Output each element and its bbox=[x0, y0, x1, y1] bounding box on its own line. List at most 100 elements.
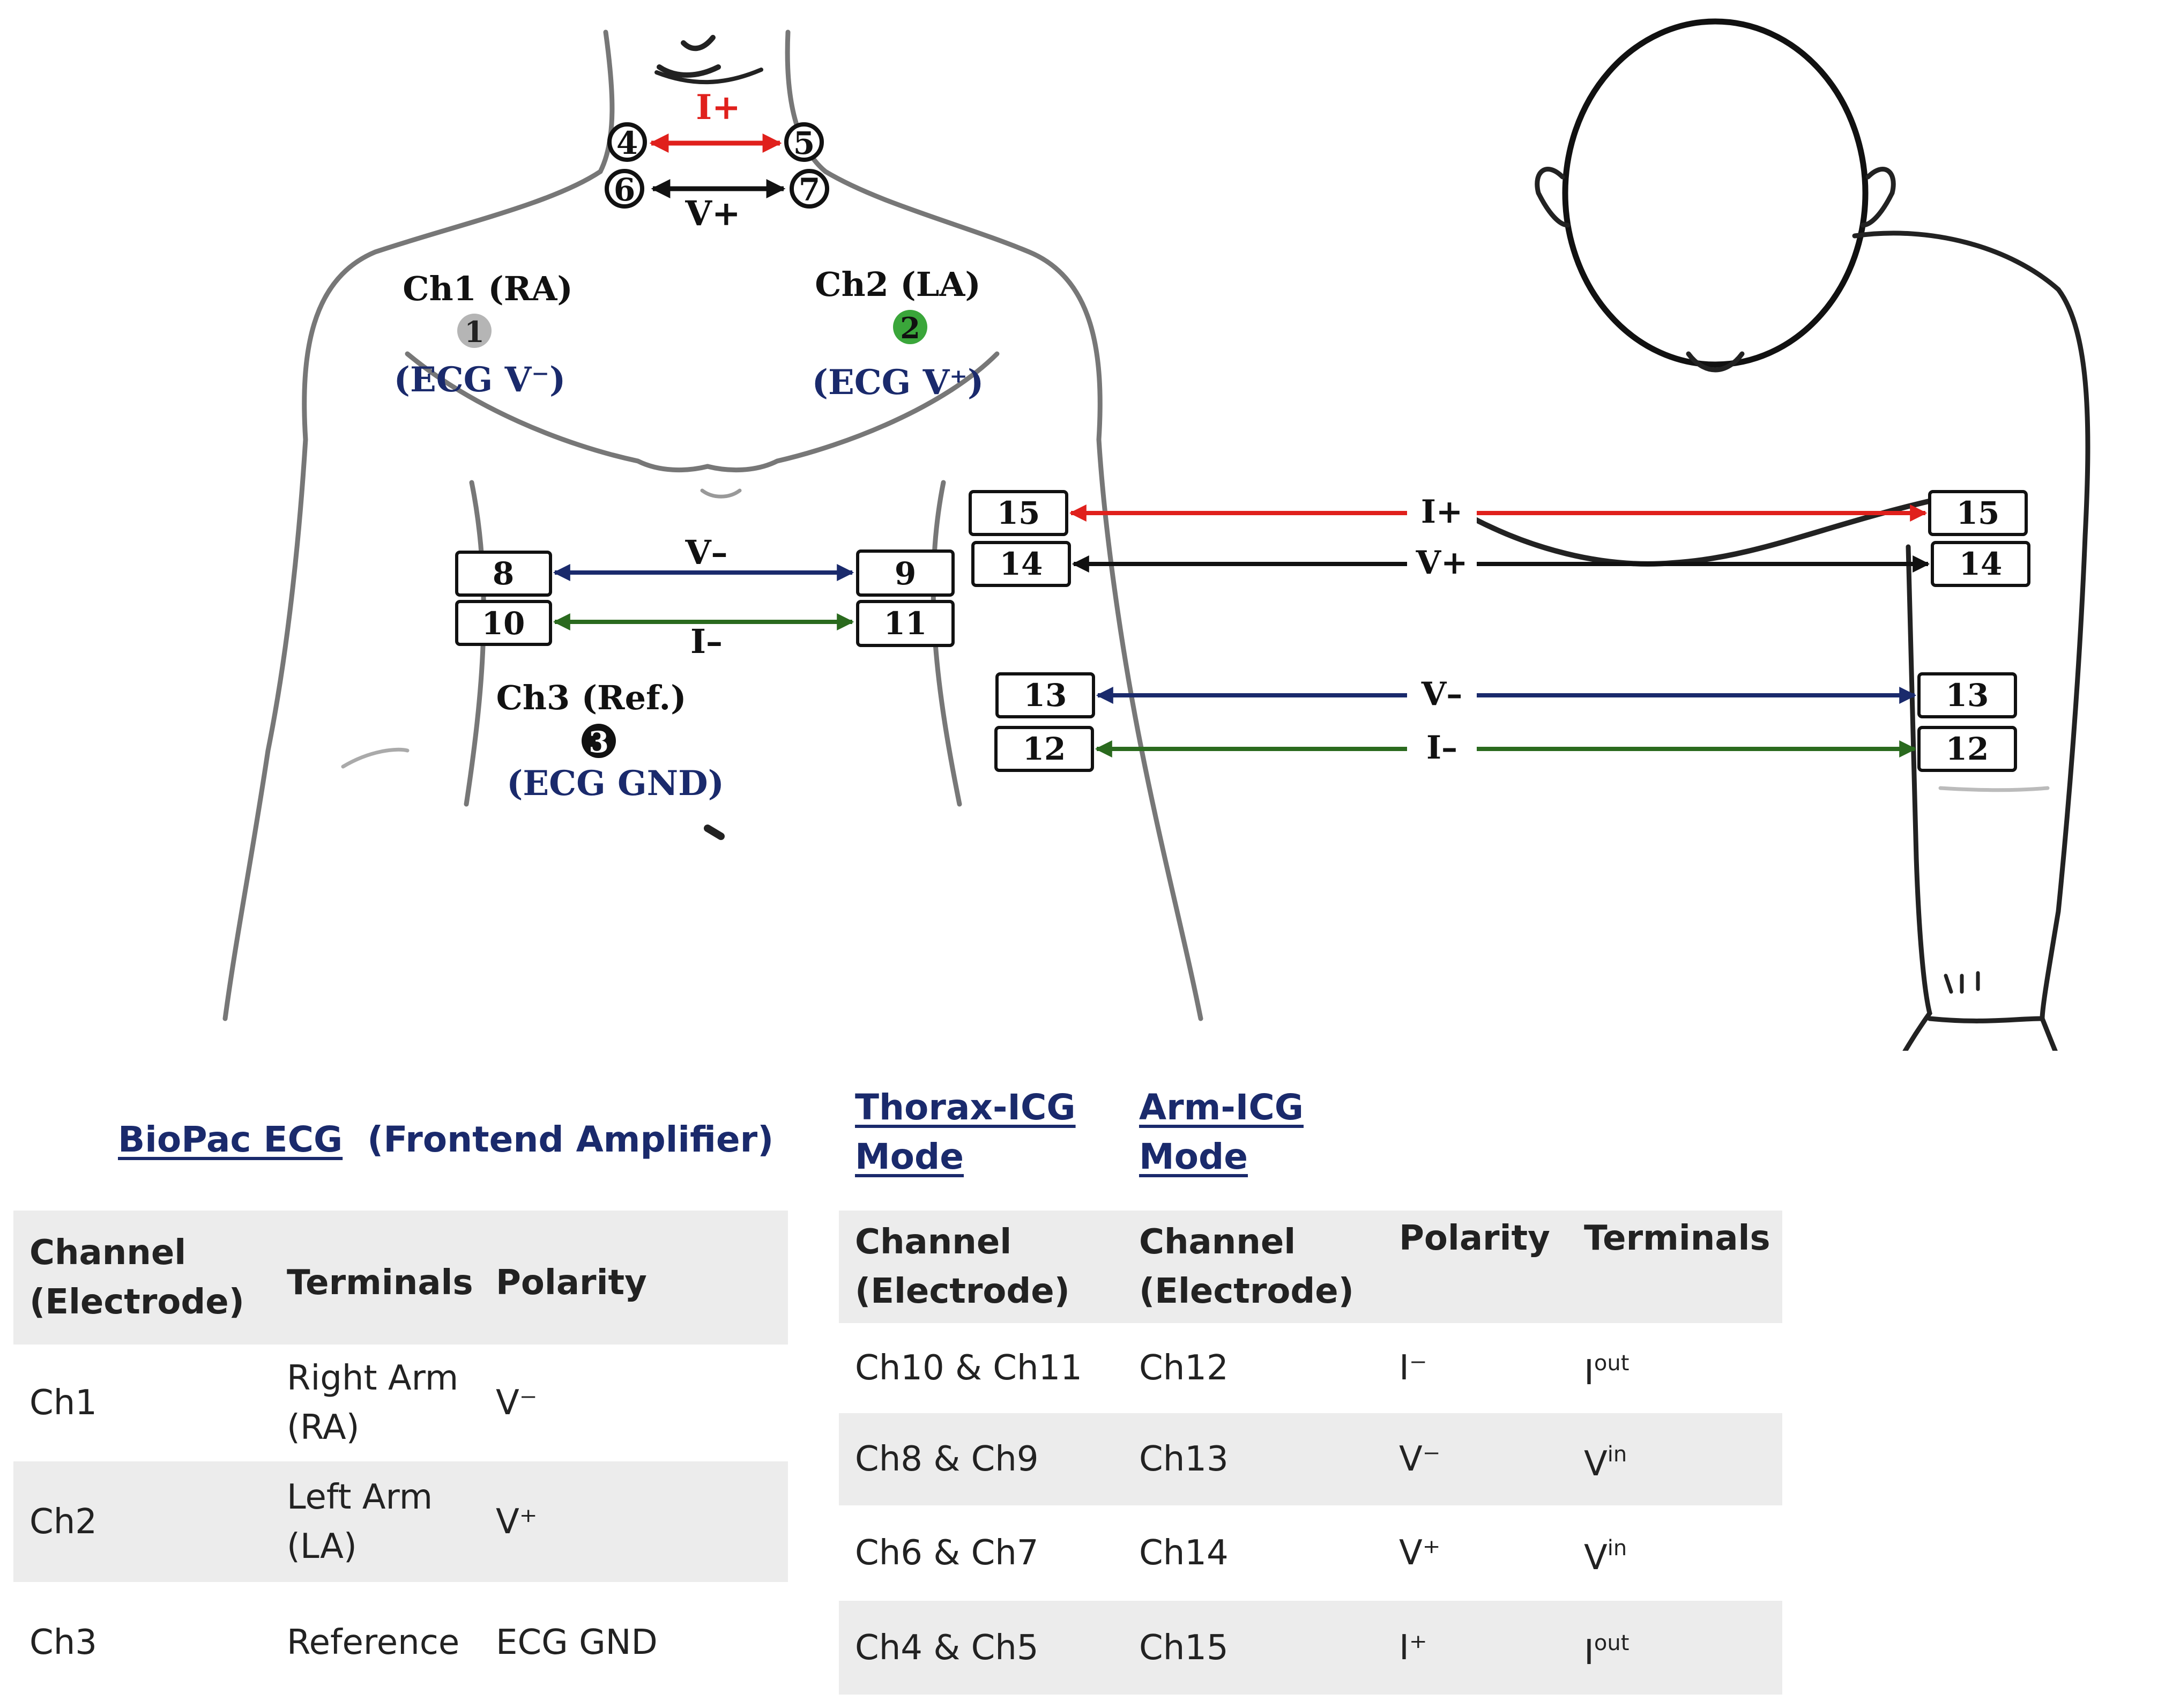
arm-electrode-15-left-box bbox=[969, 490, 1068, 536]
table-row: Ch10 & Ch11 Ch12 I⁻ Iout bbox=[839, 1323, 1782, 1413]
ch1-title: Ch1 (RA) bbox=[403, 269, 572, 308]
electrode-7-label: 7 bbox=[799, 172, 820, 208]
ch1-marker bbox=[457, 314, 492, 348]
electrode-5-marker bbox=[784, 122, 824, 162]
electrode-6-label: 6 bbox=[614, 172, 635, 208]
arm-electrode-14-right-box bbox=[1931, 541, 2030, 587]
ecg-row2-terminal: Left Arm (LA) bbox=[287, 1477, 433, 1566]
arm-electrode-13-left-label: 13 bbox=[1024, 677, 1067, 714]
arm-electrode-15-right-label: 15 bbox=[1956, 495, 2000, 531]
arm-electrode-12-right-box bbox=[1917, 726, 2017, 772]
table-row: Ch8 & Ch9 Ch13 V⁻ Vin bbox=[839, 1413, 1782, 1505]
ch3-number: 3 bbox=[589, 725, 609, 759]
thorax-icg-mode-link[interactable]: Thorax-ICG Mode bbox=[855, 1087, 1076, 1177]
thorax-icg-electrodes: V– I– 8 9 10 11 bbox=[455, 533, 955, 661]
neck-voltage-label: V+ bbox=[685, 194, 740, 234]
icg-row1-terminal: Iout bbox=[1568, 1323, 1782, 1413]
neck-electrodes: I+ V+ 4 5 6 7 bbox=[605, 87, 829, 234]
ch2-number: 2 bbox=[900, 311, 920, 345]
arm-mode-title: Arm-ICG Mode bbox=[1139, 1083, 1364, 1182]
biopac-ecg-link[interactable]: BioPac ECG bbox=[118, 1119, 343, 1160]
icg-row2-arm: Ch13 bbox=[1139, 1439, 1229, 1479]
ch3-marker bbox=[582, 724, 616, 758]
icg-row3-terminal-base: V bbox=[1584, 1538, 1608, 1578]
arm-row-4-label-bg bbox=[1407, 726, 1477, 761]
icg-row1-terminal-sup: out bbox=[1594, 1351, 1630, 1376]
ecg-row3-polarity: ECG GND bbox=[496, 1622, 658, 1662]
icg-row4-arm: Ch15 bbox=[1139, 1628, 1229, 1668]
table-row: Ch2 Left Arm (LA) V⁺ bbox=[13, 1461, 788, 1582]
icg-row3-terminal-sup: in bbox=[1607, 1536, 1627, 1561]
ecg-row3-channel: Ch3 bbox=[29, 1622, 97, 1662]
ecg-row1-polarity: V⁻ bbox=[496, 1383, 538, 1423]
arm-row-2-label: V+ bbox=[1416, 544, 1468, 582]
icg-row2-terminal-sup: in bbox=[1607, 1442, 1627, 1467]
ecg-row1-terminal: Right Arm (RA) bbox=[287, 1358, 459, 1447]
icg-row1-terminal-base: I bbox=[1584, 1353, 1594, 1393]
icg-row1-polarity: I⁻ bbox=[1399, 1348, 1427, 1388]
icg-row1-thorax: Ch10 & Ch11 bbox=[855, 1348, 1082, 1388]
electrode-6-marker bbox=[605, 169, 644, 209]
thorax-mode-title: Thorax-ICG Mode bbox=[855, 1083, 1080, 1182]
ch1-role: (ECG V⁻) bbox=[394, 360, 566, 400]
icg-header-arm-channel: Channel (Electrode) bbox=[1139, 1222, 1354, 1311]
arm-electrode-13-right-label: 13 bbox=[1946, 677, 1989, 714]
ecg-row2-polarity: V⁺ bbox=[496, 1502, 538, 1542]
ecg-row3-terminal: Reference bbox=[287, 1622, 460, 1662]
chest-lower-label: I– bbox=[690, 622, 723, 661]
ecg-row2-channel: Ch2 bbox=[29, 1502, 97, 1542]
arm-electrode-15-left-label: 15 bbox=[997, 495, 1040, 531]
ecg-row1-channel: Ch1 bbox=[29, 1383, 97, 1423]
arm-electrode-13-right-box bbox=[1917, 672, 2017, 718]
electrode-10-box bbox=[455, 600, 552, 646]
icg-table-header-row: Channel (Electrode) Channel (Electrode) … bbox=[839, 1211, 1782, 1323]
arm-row-1-label-bg bbox=[1407, 491, 1477, 525]
arm-row-3-label: V– bbox=[1421, 675, 1463, 713]
ecg-electrodes: Ch1 (RA) 1 (ECG V⁻) Ch2 (LA) 2 (ECG V⁺) … bbox=[394, 265, 984, 804]
electrode-diagram: I+ V+ 4 5 6 7 Ch1 (RA) 1 (ECG V⁻) Ch2 (L… bbox=[222, 18, 2090, 1051]
chest-upper-label: V– bbox=[685, 533, 727, 572]
arm-electrode-12-left-label: 12 bbox=[1023, 731, 1066, 767]
arm-row-3-label-bg bbox=[1407, 673, 1477, 707]
arm-row-2-label-bg bbox=[1407, 541, 1477, 576]
arm-electrode-15-right-box bbox=[1928, 490, 2028, 536]
arm-electrode-13-left-box bbox=[995, 672, 1095, 718]
table-row: Ch6 & Ch7 Ch14 V⁺ Vin bbox=[839, 1505, 1782, 1601]
ch2-title: Ch2 (LA) bbox=[815, 265, 981, 304]
electrode-9-box bbox=[856, 549, 955, 597]
icg-row3-arm: Ch14 bbox=[1139, 1533, 1229, 1573]
icg-header-polarity: Polarity bbox=[1399, 1219, 1550, 1258]
arm-electrode-12-right-label: 12 bbox=[1946, 731, 1989, 767]
icg-row2-terminal-base: V bbox=[1584, 1444, 1608, 1484]
icg-row2-terminal: Vin bbox=[1568, 1413, 1782, 1505]
ecg-header-polarity: Polarity bbox=[496, 1263, 647, 1303]
electrode-4-marker bbox=[607, 122, 647, 162]
arm-row-1-label: I+ bbox=[1421, 493, 1463, 531]
icg-header-thorax-channel: Channel (Electrode) bbox=[855, 1222, 1070, 1311]
icg-row4-terminal: Iout bbox=[1568, 1601, 1782, 1695]
icg-row2-polarity: V⁻ bbox=[1399, 1439, 1441, 1479]
ch1-number: 1 bbox=[464, 315, 485, 349]
icg-header-terminals: Terminals bbox=[1584, 1219, 1770, 1258]
icg-row4-thorax: Ch4 & Ch5 bbox=[855, 1628, 1039, 1668]
electrode-5-label: 5 bbox=[793, 125, 815, 161]
icg-row2-thorax: Ch8 & Ch9 bbox=[855, 1439, 1039, 1479]
electrode-8-box bbox=[455, 551, 552, 597]
electrode-11-label: 11 bbox=[884, 605, 927, 642]
arm-electrode-14-right-label: 14 bbox=[1959, 546, 2003, 582]
icg-row3-polarity: V⁺ bbox=[1399, 1533, 1441, 1573]
icg-row1-arm: Ch12 bbox=[1139, 1348, 1229, 1388]
ecg-table: Channel (Electrode) Terminals Polarity C… bbox=[13, 1211, 788, 1703]
arm-electrode-14-left-box bbox=[971, 541, 1071, 587]
table-row: Ch4 & Ch5 Ch15 I⁺ Iout bbox=[839, 1601, 1782, 1695]
arm-icg-mode-link[interactable]: Arm-ICG Mode bbox=[1139, 1087, 1304, 1177]
table-row: Ch1 Right Arm (RA) V⁻ bbox=[13, 1345, 788, 1461]
icg-row4-polarity: I⁺ bbox=[1399, 1628, 1427, 1668]
electrode-4-label: 4 bbox=[616, 125, 638, 161]
arm-outline bbox=[1445, 18, 2090, 1051]
ecg-table-title: BioPac ECG (Frontend Amplifier) bbox=[118, 1115, 773, 1164]
ecg-table-subtitle: (Frontend Amplifier) bbox=[367, 1119, 774, 1160]
ch3-role: (ECG GND) bbox=[507, 763, 724, 804]
